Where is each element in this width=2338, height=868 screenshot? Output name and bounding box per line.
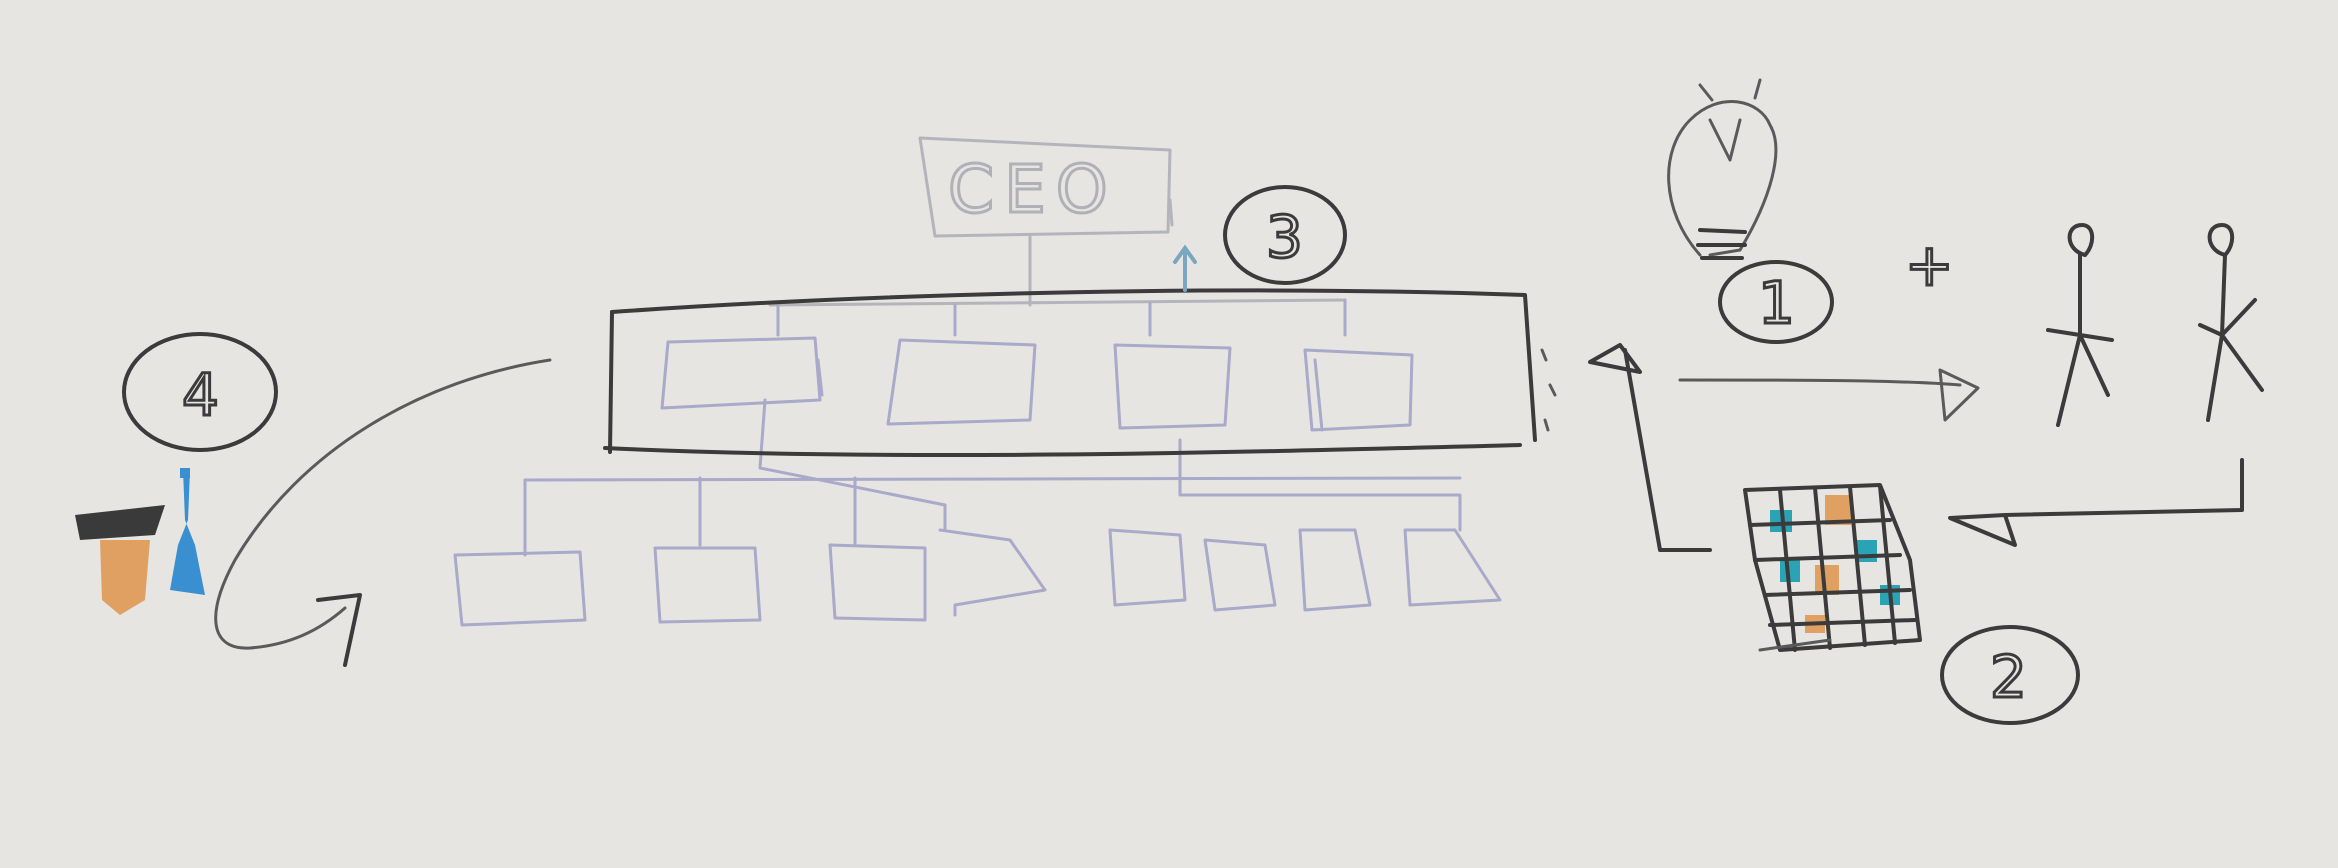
arrow-board-to-frame <box>1588 343 1712 552</box>
graduate-icon <box>75 468 205 615</box>
svg-text:4: 4 <box>182 361 219 429</box>
arrow-to-team <box>1678 368 1980 422</box>
arrow-team-to-board <box>1948 458 2244 547</box>
level-two-frame <box>603 288 1557 458</box>
step-marker-1: 1 <box>1718 260 1834 344</box>
ceo-label: CEO <box>948 151 1118 228</box>
step-marker-4: 4 <box>122 332 278 452</box>
svg-text:2: 2 <box>1990 643 2027 711</box>
plus-sign: + <box>1905 231 1954 299</box>
ceo-box: CEO <box>918 136 1174 307</box>
up-arrow <box>1173 244 1197 292</box>
stick-figure-icon <box>2198 223 2264 422</box>
svg-text:3: 3 <box>1266 203 1303 271</box>
svg-text:1: 1 <box>1758 269 1795 337</box>
stick-figure-icon <box>2046 223 2114 427</box>
lightbulb-icon <box>1667 78 1778 260</box>
step-marker-3: 3 <box>1223 185 1347 285</box>
org-chart <box>453 298 1502 627</box>
grid-board-icon <box>1743 483 1922 652</box>
step-marker-2: 2 <box>1940 625 2080 725</box>
arrow-graduate-to-chart <box>214 358 552 667</box>
